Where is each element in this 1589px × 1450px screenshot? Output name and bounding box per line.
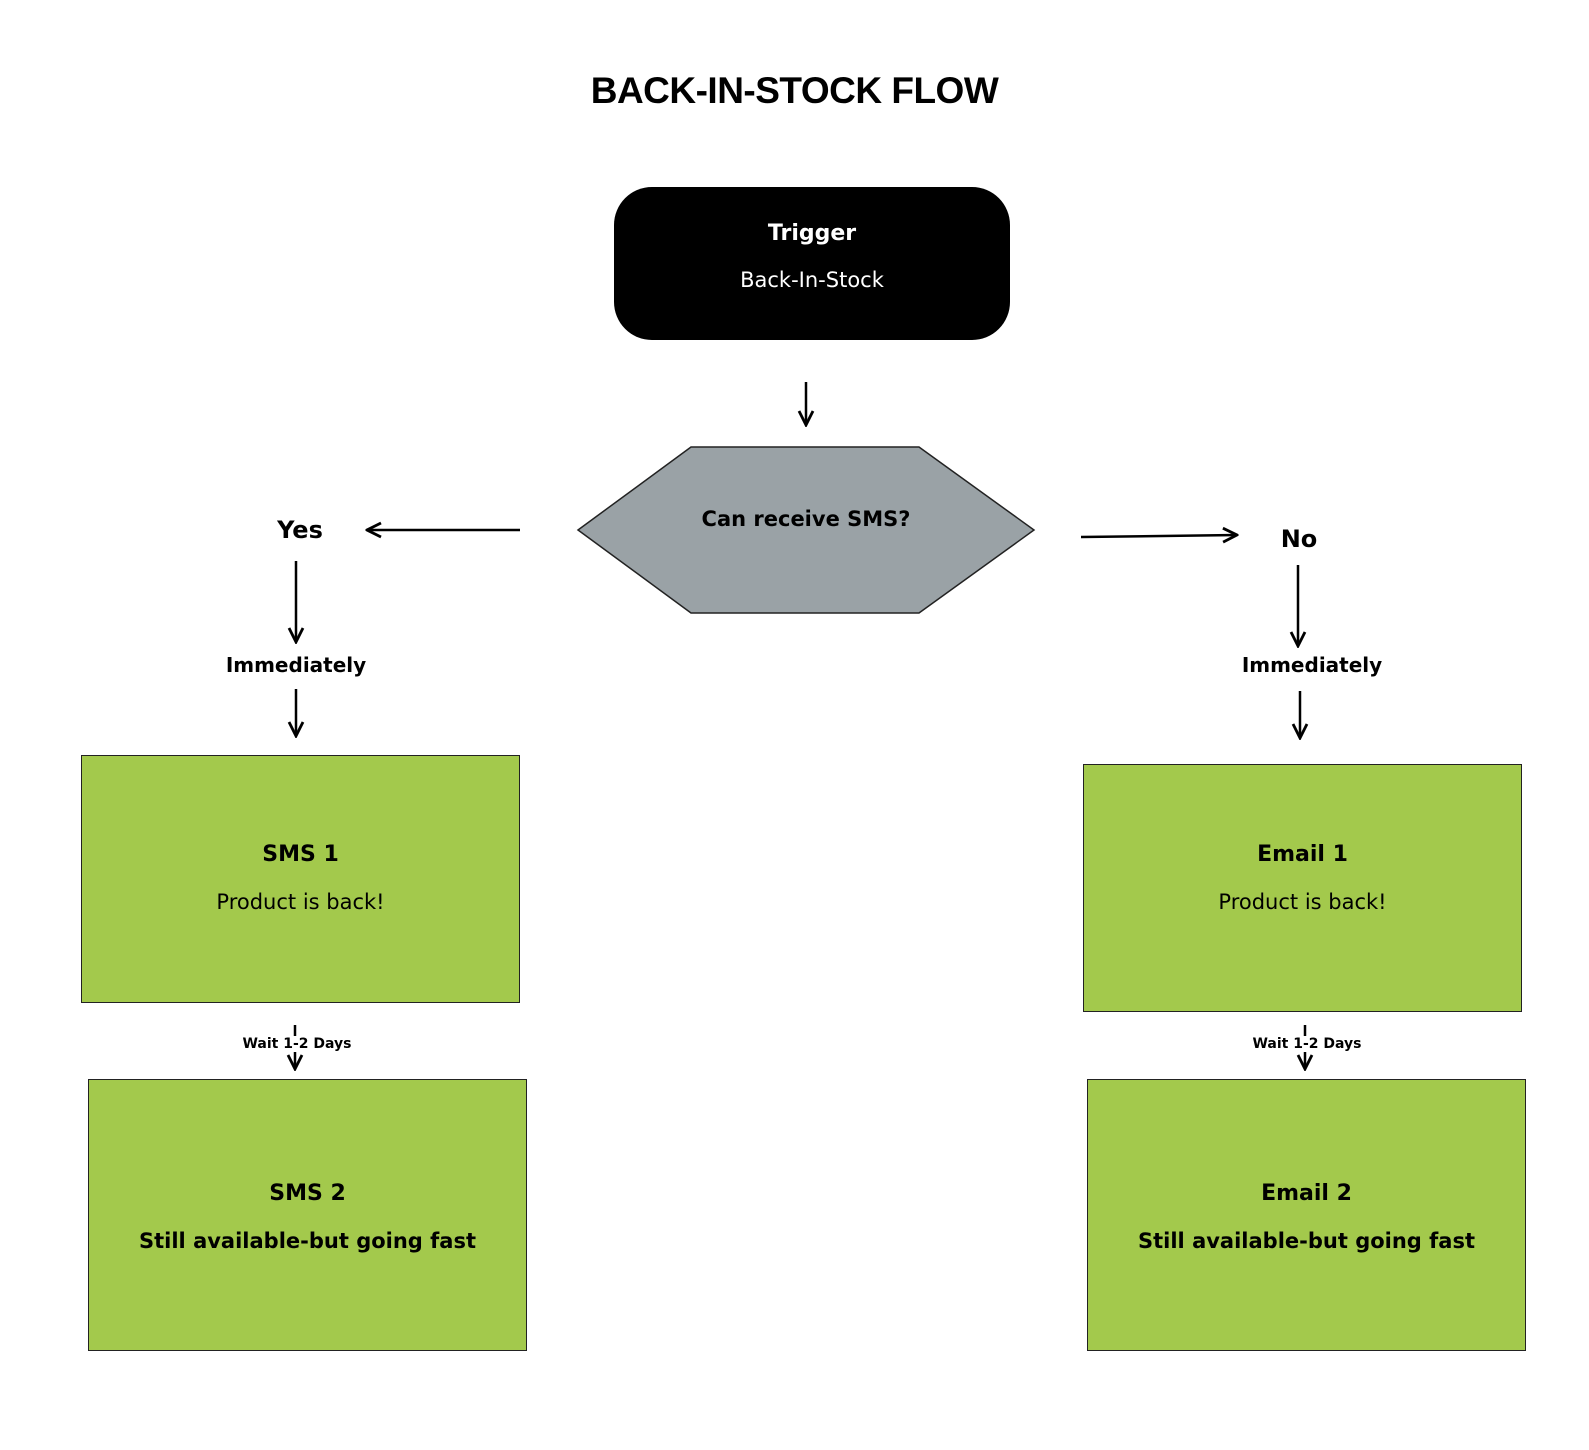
timing-no: Immediately: [1241, 653, 1383, 677]
decision-hexagon: [576, 446, 1036, 614]
wait-no: Wait 1-2 Days: [1240, 1036, 1374, 1052]
step-sms-1: SMS 1 Product is back!: [81, 755, 520, 1003]
step-sms-2-title: SMS 2: [269, 1181, 346, 1206]
step-sms-1-message: Product is back!: [216, 890, 385, 914]
step-email-2-title: Email 2: [1261, 1181, 1352, 1206]
decision-question: Can receive SMS?: [701, 507, 911, 531]
step-email-2-message: Still available-but going fast: [1138, 1229, 1475, 1253]
step-sms-1-title: SMS 1: [262, 842, 339, 867]
step-sms-2: SMS 2 Still available-but going fast: [88, 1079, 527, 1351]
timing-yes: Immediately: [225, 653, 367, 677]
branch-label-no: No: [1280, 525, 1318, 553]
diagram-title: BACK-IN-STOCK FLOW: [590, 70, 999, 111]
trigger-node: Trigger Back-In-Stock: [614, 187, 1010, 340]
step-email-1: Email 1 Product is back!: [1083, 764, 1522, 1012]
branch-label-yes: Yes: [277, 516, 323, 544]
step-email-1-message: Product is back!: [1218, 890, 1387, 914]
wait-yes: Wait 1-2 Days: [230, 1036, 364, 1052]
trigger-label: Trigger: [767, 221, 857, 246]
step-email-2: Email 2 Still available-but going fast: [1087, 1079, 1526, 1351]
step-email-1-title: Email 1: [1257, 842, 1348, 867]
arrow-decision-to-no: [1080, 535, 1237, 537]
trigger-event: Back-In-Stock: [740, 268, 884, 292]
step-sms-2-message: Still available-but going fast: [139, 1229, 476, 1253]
